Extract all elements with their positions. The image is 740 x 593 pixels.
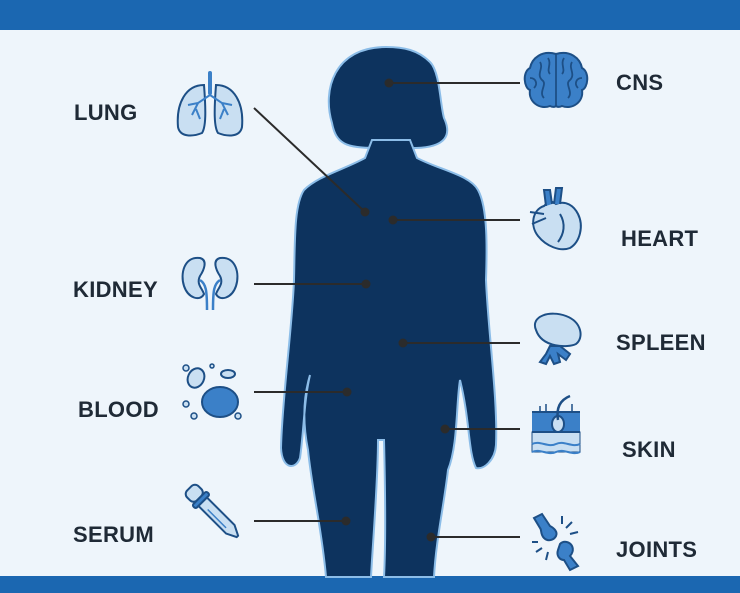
brain-icon (525, 53, 588, 107)
leader-dot-heart (389, 216, 398, 225)
leader-dot-spleen (399, 339, 408, 348)
label-heart: HEART (621, 226, 698, 252)
bottom-band (0, 576, 740, 593)
top-band (0, 0, 740, 30)
leader-dot-joints (427, 533, 436, 542)
label-kidney: KIDNEY (73, 277, 158, 303)
label-blood: BLOOD (78, 397, 159, 423)
label-joints: JOINTS (616, 537, 697, 563)
label-spleen: SPLEEN (616, 330, 706, 356)
label-serum: SERUM (73, 522, 154, 548)
leader-dot-kidney (362, 280, 371, 289)
leader-dot-blood (343, 388, 352, 397)
label-skin: SKIN (622, 437, 676, 463)
label-cns: CNS (616, 70, 663, 96)
silhouette-hair (329, 47, 447, 148)
leader-dot-lung (361, 208, 370, 217)
label-lung: LUNG (74, 100, 138, 126)
leader-dot-skin (441, 425, 450, 434)
leader-dot-serum (342, 517, 351, 526)
leader-dot-cns (385, 79, 394, 88)
